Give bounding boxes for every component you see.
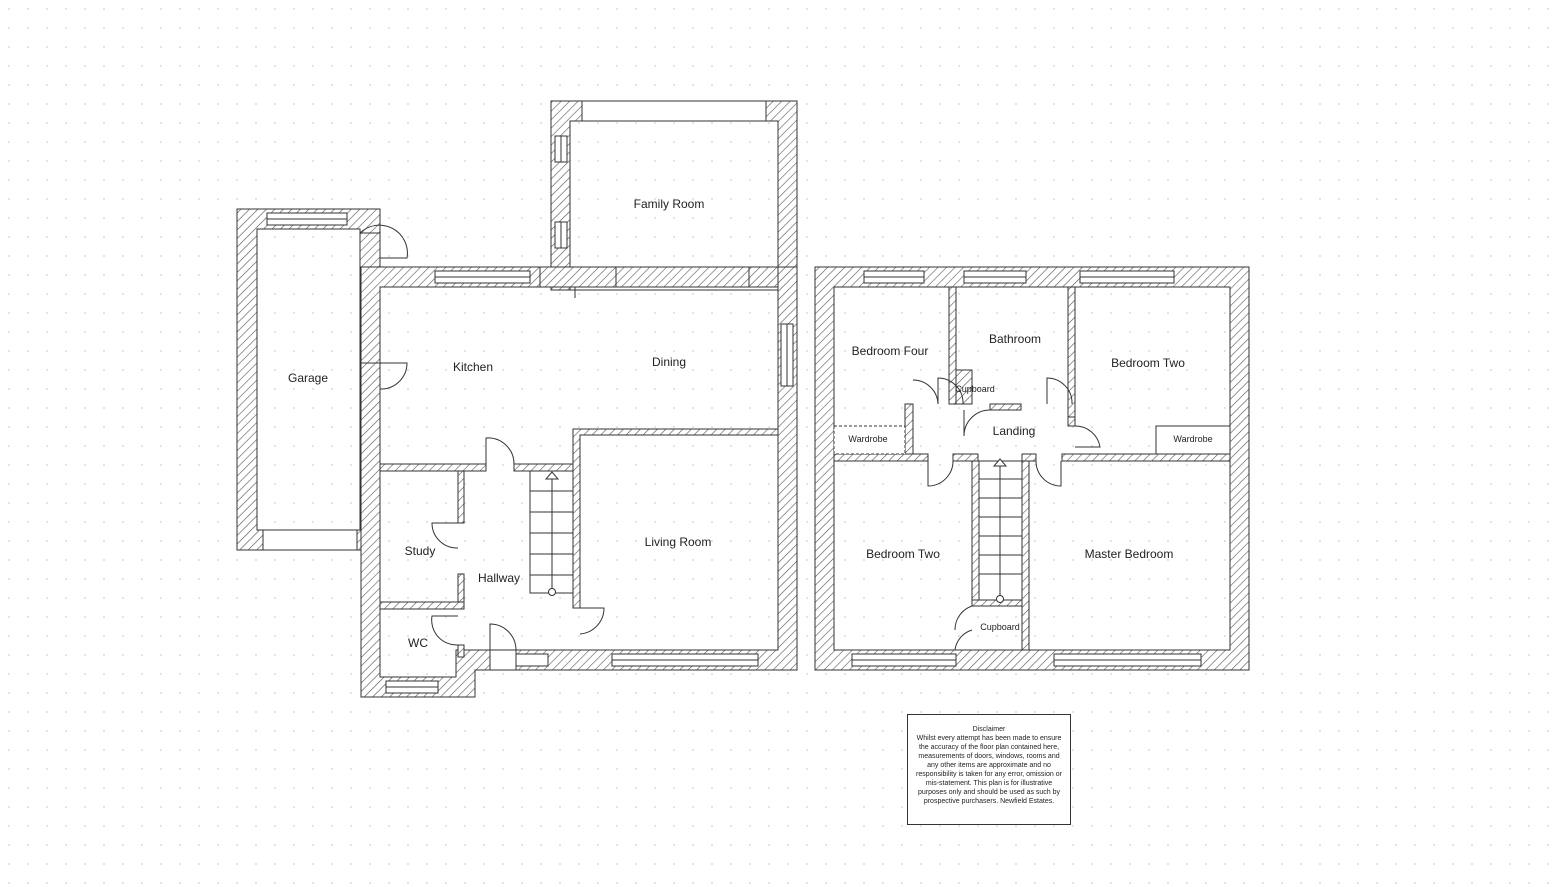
label-bedroom-two-front: Bedroom Two — [866, 547, 940, 561]
ground-stairs — [529, 470, 574, 596]
front-door-opening — [489, 649, 517, 671]
label-dining: Dining — [652, 355, 686, 369]
room-labels: Family Room Dining Kitchen Garage Living… — [288, 197, 1213, 650]
label-master-bedroom: Master Bedroom — [1085, 547, 1174, 561]
label-wc: WC — [408, 636, 428, 650]
first-floor — [814, 266, 1250, 671]
stair-left-wall — [971, 460, 980, 607]
label-study: Study — [405, 544, 436, 558]
bed4-bath-wall — [948, 286, 957, 405]
cupboard-walls — [955, 369, 973, 405]
label-kitchen: Kitchen — [453, 360, 493, 374]
study-wall-right — [457, 470, 465, 524]
stair-right-wall — [1021, 460, 1030, 651]
kitchen-partition-2 — [513, 463, 574, 472]
bath-bottom-wall — [989, 403, 1022, 411]
first-stairs — [978, 458, 1023, 603]
disclaimer-text: Whilst every attempt has been made to en… — [916, 735, 1062, 805]
bed2-bottom-wall — [1061, 453, 1231, 462]
ground-floor — [236, 100, 798, 698]
disclaimer-box: Disclaimer Whilst every attempt has been… — [907, 714, 1071, 825]
wall-stub-left — [539, 266, 617, 288]
ground-doors — [359, 224, 605, 651]
label-living-room: Living Room — [645, 535, 712, 549]
wardrobe-left-box — [833, 425, 906, 455]
first-floor-outer-walls — [814, 266, 1250, 671]
landing-bottom-wall-left — [952, 453, 979, 462]
wall-stub-right — [748, 266, 779, 288]
kitchen-partition — [379, 463, 487, 472]
first-floor-doors — [912, 377, 1101, 651]
study-wc-partition — [379, 601, 465, 610]
family-window-top — [581, 100, 767, 122]
label-family-room: Family Room — [634, 197, 705, 211]
label-cupboard-upper: Cupboard — [955, 384, 995, 394]
label-bedroom-two-rear: Bedroom Two — [1111, 356, 1185, 370]
label-bedroom-four: Bedroom Four — [852, 344, 929, 358]
label-bathroom: Bathroom — [989, 332, 1041, 346]
landing-bottom-wall-right — [1021, 453, 1037, 462]
label-hallway: Hallway — [478, 571, 520, 585]
disclaimer-title: Disclaimer — [972, 726, 1006, 733]
living-room-walls — [572, 428, 779, 609]
bed4-bottom-wall — [833, 453, 929, 462]
garage-door-opening — [262, 529, 358, 551]
label-garage: Garage — [288, 371, 328, 385]
label-wardrobe-right: Wardrobe — [1173, 434, 1212, 444]
label-wardrobe-left: Wardrobe — [848, 434, 887, 444]
landing-left-wall — [904, 403, 914, 455]
wardrobe-right-box — [1155, 425, 1231, 455]
wc-wall-right — [457, 644, 465, 658]
landing-right-wall — [1067, 416, 1076, 427]
label-landing: Landing — [993, 424, 1036, 438]
hall-window — [515, 653, 549, 667]
label-cupboard-lower: Cupboard — [980, 622, 1020, 632]
